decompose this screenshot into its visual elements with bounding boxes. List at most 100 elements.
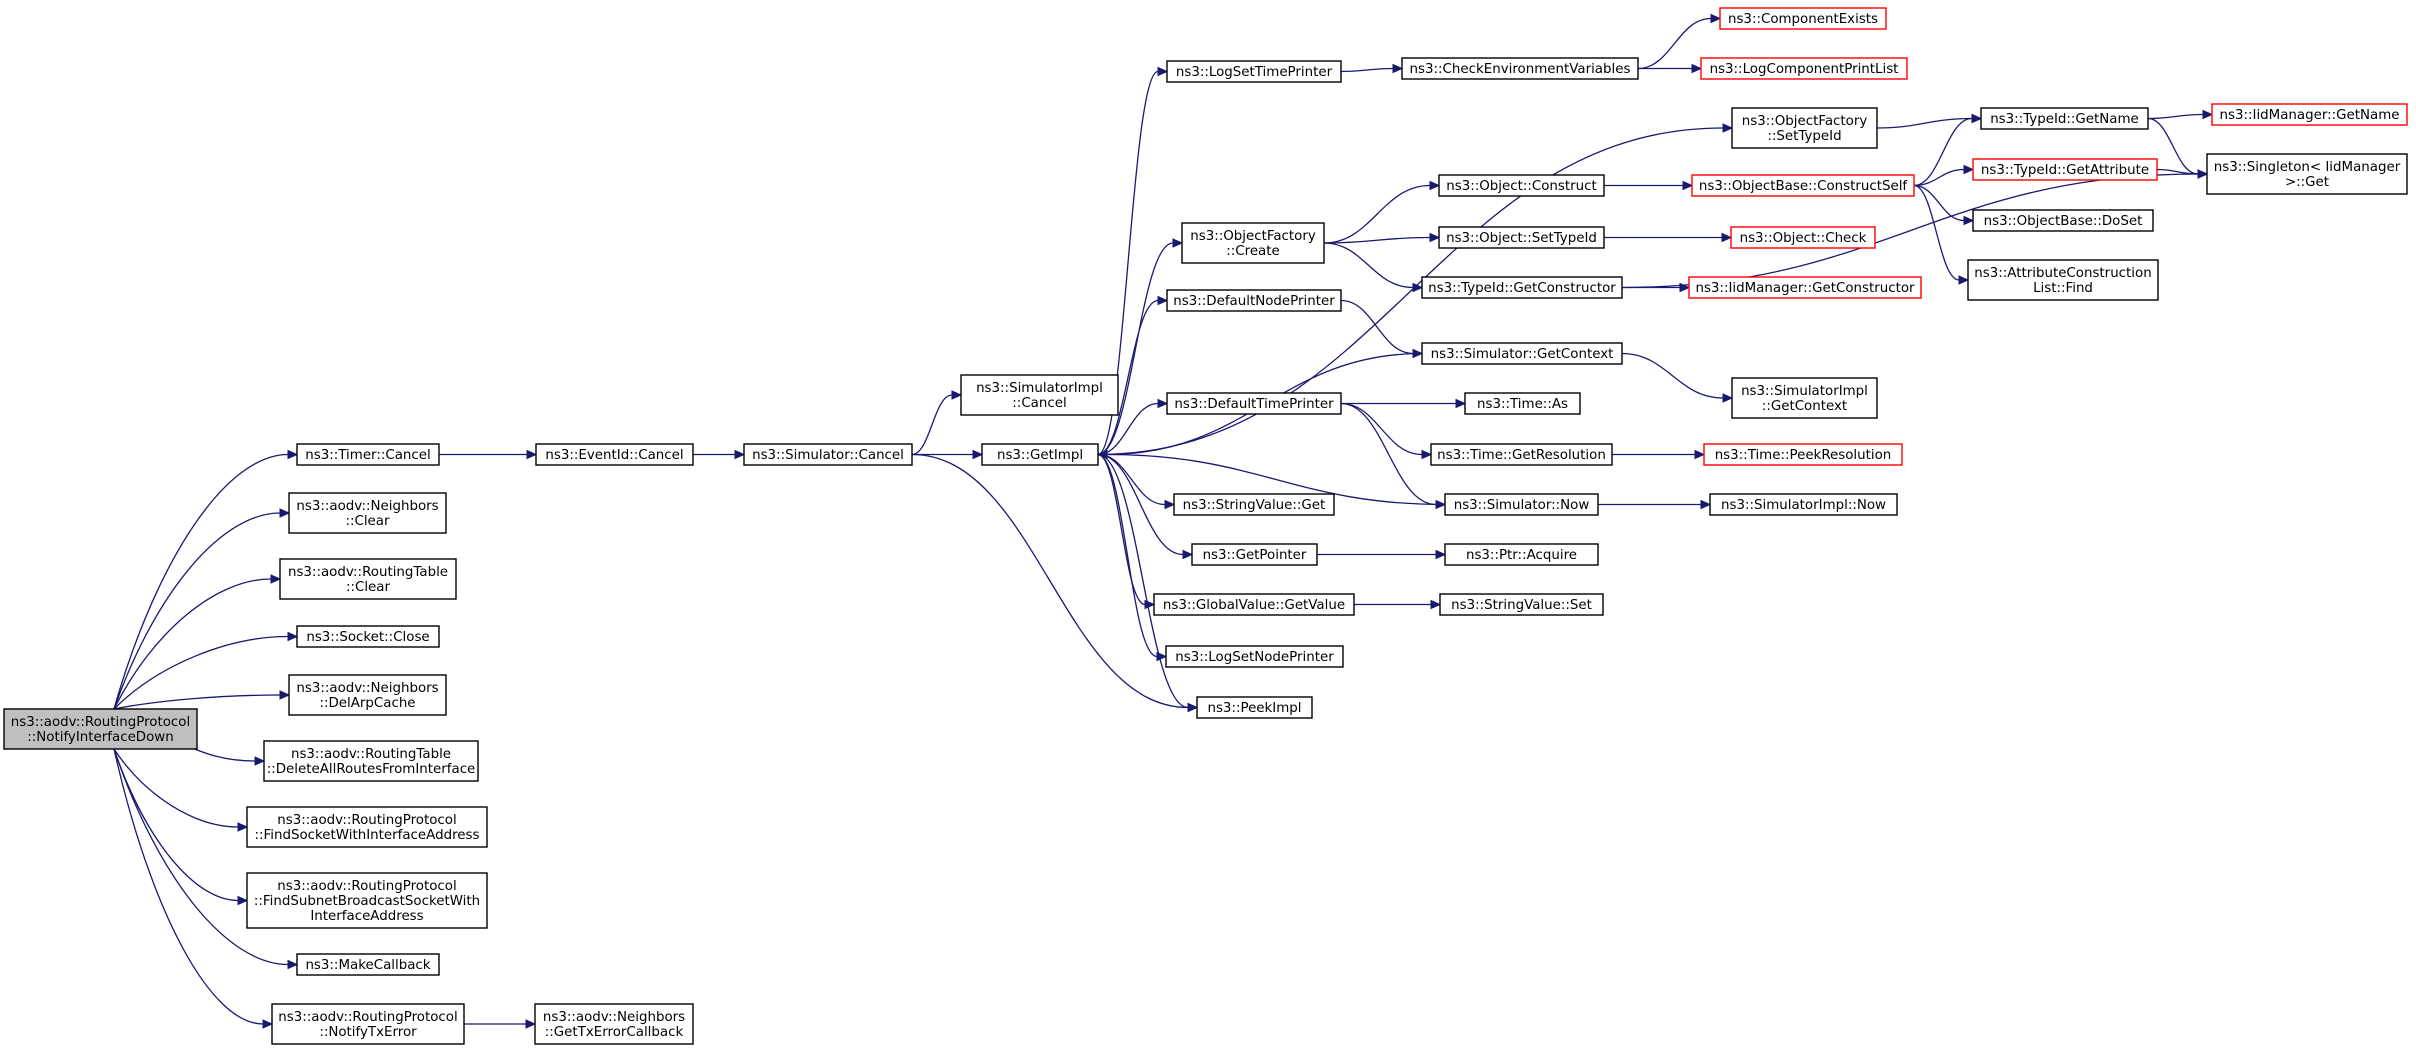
edge-line [1913, 168, 1965, 187]
node-rp-findsock[interactable]: ns3::aodv::RoutingProtocol::FindSocketWi… [246, 806, 488, 848]
node-logsettime[interactable]: ns3::LogSetTimePrinter [1166, 60, 1342, 83]
node-checkenv[interactable]: ns3::CheckEnvironmentVariables [1401, 57, 1639, 80]
node-label: ns3::MakeCallback [305, 958, 430, 973]
edge-getimpl-to-peekimpl [1097, 453, 1199, 713]
node-deftimeprinter[interactable]: ns3::DefaultTimePrinter [1166, 392, 1342, 415]
edge-objbase-cs-to-objbase-doset [1913, 184, 1975, 226]
node-box [1967, 259, 2159, 301]
edge-arrowhead [951, 390, 963, 400]
node-getimpl[interactable]: ns3::GetImpl [981, 443, 1099, 466]
node-obj-settypeid[interactable]: ns3::Object::SetTypeId [1438, 226, 1605, 249]
node-peekimpl[interactable]: ns3::PeekImpl [1196, 696, 1313, 719]
node-label: ::FindSubnetBroadcastSocketWith [254, 894, 480, 909]
node-compexists[interactable]: ns3::ComponentExists [1719, 7, 1887, 30]
node-label: ::FindSocketWithInterfaceAddress [255, 828, 480, 843]
node-typeid-getname[interactable]: ns3::TypeId::GetName [1980, 107, 2149, 130]
node-box [288, 674, 447, 716]
node-typeid-getattr[interactable]: ns3::TypeId::GetAttribute [1972, 158, 2158, 181]
node-box [1438, 174, 1605, 197]
edge-sim-cancel-to-peekimpl [911, 453, 1199, 713]
node-label: ns3::PeekImpl [1207, 701, 1301, 716]
edge-checkenv-to-logcomplist [1637, 63, 1703, 74]
node-label: ns3::LogSetTimePrinter [1176, 65, 1333, 80]
node-stringvalue-get[interactable]: ns3::StringValue::Get [1173, 493, 1335, 516]
node-objbase-cs[interactable]: ns3::ObjectBase::ConstructSelf [1691, 174, 1915, 197]
node-rp-notifytx[interactable]: ns3::aodv::RoutingProtocol::NotifyTxErro… [271, 1003, 465, 1045]
edge-line [1097, 70, 1159, 456]
edge-arrowhead [1971, 113, 1983, 124]
node-label: ::Cancel [1012, 396, 1066, 411]
edge-gv-getvalue-to-stringvalue-set [1353, 599, 1442, 610]
node-stringvalue-set[interactable]: ns3::StringValue::Set [1439, 593, 1604, 616]
node-rt-clear[interactable]: ns3::aodv::RoutingTable::Clear [279, 558, 457, 600]
node-obj-construct[interactable]: ns3::Object::Construct [1438, 174, 1605, 197]
edge-sim-getctx-to-simimpl-getctx [1621, 352, 1734, 403]
node-root[interactable]: ns3::aodv::RoutingProtocol::NotifyInterf… [3, 708, 198, 750]
node-makecb[interactable]: ns3::MakeCallback [296, 953, 440, 976]
edge-line [113, 748, 289, 966]
node-of-settypeid[interactable]: ns3::ObjectFactory::SetTypeId [1731, 107, 1878, 149]
node-label: ::NotifyTxError [319, 1025, 417, 1040]
node-typeid-getctor[interactable]: ns3::TypeId::GetConstructor [1421, 276, 1623, 299]
node-nb-gettx[interactable]: ns3::aodv::Neighbors::GetTxErrorCallback [534, 1003, 694, 1045]
node-singleton-get[interactable]: ns3::Singleton< IidManager >::Get [2206, 153, 2408, 195]
node-timer-cancel[interactable]: ns3::Timer::Cancel [296, 443, 440, 466]
node-simimpl-getctx[interactable]: ns3::SimulatorImpl::GetContext [1731, 377, 1878, 419]
node-rt-delall[interactable]: ns3::aodv::RoutingTable::DeleteAllRoutes… [263, 740, 479, 782]
edge-root-to-sock-close [113, 631, 299, 710]
node-nb-clear[interactable]: ns3::aodv::Neighbors::Clear [288, 492, 447, 534]
node-getpointer[interactable]: ns3::GetPointer [1191, 543, 1318, 566]
node-sock-close[interactable]: ns3::Socket::Close [296, 625, 440, 648]
node-of-create[interactable]: ns3::ObjectFactory::Create [1181, 222, 1325, 264]
edge-arrowhead [279, 690, 291, 700]
node-simimpl-now[interactable]: ns3::SimulatorImpl::Now [1709, 493, 1898, 516]
node-time-peekres[interactable]: ns3::Time::PeekResolution [1703, 443, 1903, 466]
node-label: ns3::IidManager::GetConstructor [1695, 281, 1915, 296]
edge-arrowhead [279, 508, 291, 518]
node-nb-delarp[interactable]: ns3::aodv::Neighbors::DelArpCache [288, 674, 447, 716]
edge-defnodeprinter-to-sim-getctx [1340, 299, 1424, 359]
node-logcomplist[interactable]: ns3::LogComponentPrintList [1700, 57, 1908, 80]
node-label: ns3::Simulator::Cancel [752, 448, 904, 463]
node-label: ns3::Object::Construct [1446, 179, 1597, 194]
node-simimpl-cancel[interactable]: ns3::SimulatorImpl::Cancel [960, 374, 1119, 416]
node-obj-check[interactable]: ns3::Object::Check [1730, 226, 1876, 249]
edge-arrowhead [1421, 449, 1433, 460]
edge-obj-construct-to-objbase-cs [1603, 180, 1694, 191]
edge-line [113, 453, 289, 710]
edge-getimpl-to-defnodeprinter [1097, 295, 1169, 456]
node-defnodeprinter[interactable]: ns3::DefaultNodePrinter [1166, 289, 1342, 312]
node-box [1464, 392, 1581, 415]
node-box [1439, 593, 1604, 616]
edge-line [113, 512, 281, 710]
edge-line [1340, 67, 1394, 73]
edge-getpointer-to-ptr-acquire [1316, 549, 1447, 560]
node-time-as[interactable]: ns3::Time::As [1464, 392, 1581, 415]
node-label: ns3::Time::PeekResolution [1715, 448, 1892, 463]
node-objbase-doset[interactable]: ns3::ObjectBase::DoSet [1972, 209, 2154, 232]
edge-arrowhead [734, 449, 746, 460]
edge-arrowhead [1963, 164, 1975, 175]
node-iid-getctor[interactable]: ns3::IidManager::GetConstructor [1688, 276, 1922, 299]
edge-line [113, 635, 289, 710]
edge-arrowhead [2197, 169, 2209, 179]
edge-arrowhead [1392, 63, 1404, 74]
node-rp-findsub[interactable]: ns3::aodv::RoutingProtocol::FindSubnetBr… [246, 872, 488, 929]
node-label: ns3::Object::Check [1740, 231, 1867, 246]
node-iid-getname[interactable]: ns3::IidManager::GetName [2211, 103, 2408, 126]
node-sim-cancel[interactable]: ns3::Simulator::Cancel [743, 443, 913, 466]
node-gv-getvalue[interactable]: ns3::GlobalValue::GetValue [1153, 593, 1355, 616]
edge-getimpl-to-logsettime [1097, 66, 1169, 456]
edge-sim-now-to-getimpl [1096, 449, 1446, 506]
node-sim-getctx[interactable]: ns3::Simulator::GetContext [1421, 342, 1623, 365]
node-time-getres[interactable]: ns3::Time::GetResolution [1430, 443, 1613, 466]
edge-line [1340, 402, 1423, 456]
node-logsetnode[interactable]: ns3::LogSetNodePrinter [1165, 645, 1344, 668]
node-label: ::Clear [345, 514, 390, 529]
node-eventid-cancel[interactable]: ns3::EventId::Cancel [535, 443, 694, 466]
edge-arrowhead [1182, 549, 1194, 560]
node-ptr-acquire[interactable]: ns3::Ptr::Acquire [1444, 543, 1599, 566]
node-sim-now[interactable]: ns3::Simulator::Now [1444, 493, 1599, 516]
node-box [296, 443, 440, 466]
